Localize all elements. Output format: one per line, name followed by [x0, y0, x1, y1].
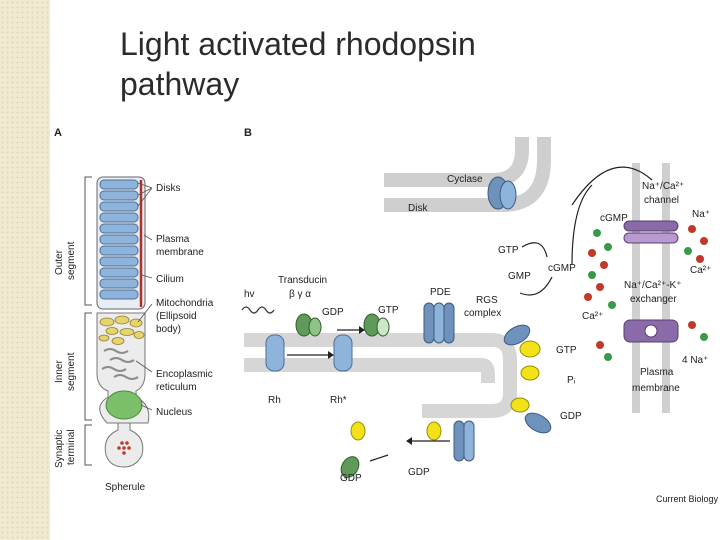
transducin-recycled: [340, 456, 360, 478]
title-line-2: pathway: [120, 66, 240, 102]
rod-inner-segment: [96, 312, 150, 424]
label-pi: Pᵢ: [567, 375, 576, 386]
label-pde: PDE: [430, 287, 451, 298]
er-strands: [101, 348, 139, 380]
label-mito-1: Mitochondria: [156, 298, 214, 309]
label-channel-1: Na⁺/Ca²⁺: [642, 181, 684, 192]
yellow-alpha-bottom: [350, 421, 442, 441]
label-gmp: GMP: [508, 271, 531, 282]
cng-channel: [623, 220, 679, 244]
rgs-complex-upper: [503, 324, 541, 358]
rod-outer-segment: [96, 176, 146, 310]
rgs-complex-lower: [510, 397, 552, 434]
outer-segment-bracket: [84, 176, 92, 306]
mitochondria-cluster: [98, 315, 145, 345]
label-pm-1: Plasma: [640, 367, 674, 378]
label-plasma-1: Plasma: [156, 234, 190, 245]
label-rgs-2: complex: [464, 308, 501, 319]
rhodopsin-rh-star: [333, 334, 353, 372]
lower-disk-membrane: [244, 333, 517, 418]
synaptic-terminal: [104, 422, 144, 468]
label-greek: β γ α: [289, 289, 311, 300]
upper-disk-membrane: [384, 137, 551, 212]
label-cyclase: Cyclase: [447, 174, 483, 185]
inner-segment-bracket: [84, 312, 92, 421]
arrow-cgmp-to-channel: [571, 166, 653, 206]
label-rh: Rh: [268, 395, 281, 406]
synaptic-terminal-label-2: terminal: [66, 429, 77, 465]
pde-bottom: [453, 420, 475, 462]
label-nucleus: Nucleus: [156, 407, 192, 418]
slide-title: Light activated rhodopsin pathway: [120, 24, 680, 104]
arrow-cgmp-to-gmp: [519, 276, 553, 296]
outer-segment-label-1: Outer: [54, 249, 65, 275]
label-pm-2: membrane: [632, 383, 680, 394]
title-line-1: Light activated rhodopsin: [120, 26, 476, 62]
label-gdp-4: GDP: [340, 473, 362, 484]
label-er-1: Encoplasmic: [156, 369, 213, 380]
synaptic-bracket: [84, 424, 92, 466]
ion-dots: [584, 225, 708, 361]
label-gdp-3: GDP: [408, 467, 430, 478]
outer-segment-label-2: segment: [66, 241, 77, 280]
figure-credit: Current Biology: [655, 494, 718, 504]
label-exch-2: exchanger: [630, 294, 677, 305]
right-plasma-membrane: [632, 163, 670, 413]
panel-a: A Outer segment Inner segment Synaptic t…: [54, 127, 214, 493]
label-ca-2: Ca²⁺: [582, 311, 603, 322]
rhodopsin-rh: [265, 334, 285, 372]
label-gdp-1: GDP: [322, 307, 344, 318]
nucleus-shape: [105, 390, 143, 420]
label-mito-2: (Ellipsoid: [156, 311, 197, 322]
label-exch-1: Na⁺/Ca²⁺-K⁺: [624, 280, 682, 291]
label-er-2: reticulum: [156, 382, 197, 393]
panel-a-label: A: [54, 127, 62, 139]
panel-b-label: B: [244, 127, 252, 139]
label-gdp-2: GDP: [560, 411, 582, 422]
label-na-2: 4 Na⁺: [682, 355, 708, 366]
arrow-cgmp-up: [571, 184, 593, 266]
inner-segment-label-2: segment: [66, 352, 77, 391]
exchanger-shape: [623, 319, 679, 343]
label-rgs-1: RGS: [476, 295, 498, 306]
photon-wave: [241, 306, 275, 314]
cyclase-shape: [487, 176, 517, 210]
label-plasma-2: membrane: [156, 247, 204, 258]
label-cgmp-2: cGMP: [600, 213, 628, 224]
label-mito-3: body): [156, 324, 181, 335]
rgs-complex-mid: [520, 365, 540, 381]
synaptic-terminal-label-1: Synaptic: [54, 430, 65, 468]
transducin-active: [363, 313, 390, 337]
label-gtp-1: GTP: [378, 305, 399, 316]
disk-stack: [99, 179, 139, 300]
label-disks: Disks: [156, 183, 180, 194]
label-transducin: Transducin: [278, 275, 327, 286]
label-spherule: Spherule: [105, 482, 145, 493]
label-rh-star: Rh*: [330, 395, 347, 406]
inner-segment-label-1: Inner: [54, 360, 65, 383]
rhodopsin-figure: A Outer segment Inner segment Synaptic t…: [52, 125, 720, 510]
label-cgmp-1: cGMP: [548, 263, 576, 274]
label-hv: hv: [244, 289, 255, 300]
label-ca-1: Ca²⁺: [690, 265, 711, 276]
label-gtp-3: GTP: [556, 345, 577, 356]
label-channel-2: channel: [644, 195, 679, 206]
transducin-heterotrimer: [295, 313, 322, 337]
panel-b: B Cyclase Disk hv Rh Rh*: [241, 127, 711, 484]
label-disk: Disk: [408, 203, 428, 214]
label-na-1: Na⁺: [692, 209, 710, 220]
pde-complex: [423, 302, 455, 344]
arrow-gtp-to-cgmp: [521, 242, 548, 258]
label-cilium: Cilium: [156, 274, 184, 285]
decorative-sidebar: [0, 0, 50, 540]
label-gtp-2: GTP: [498, 245, 519, 256]
